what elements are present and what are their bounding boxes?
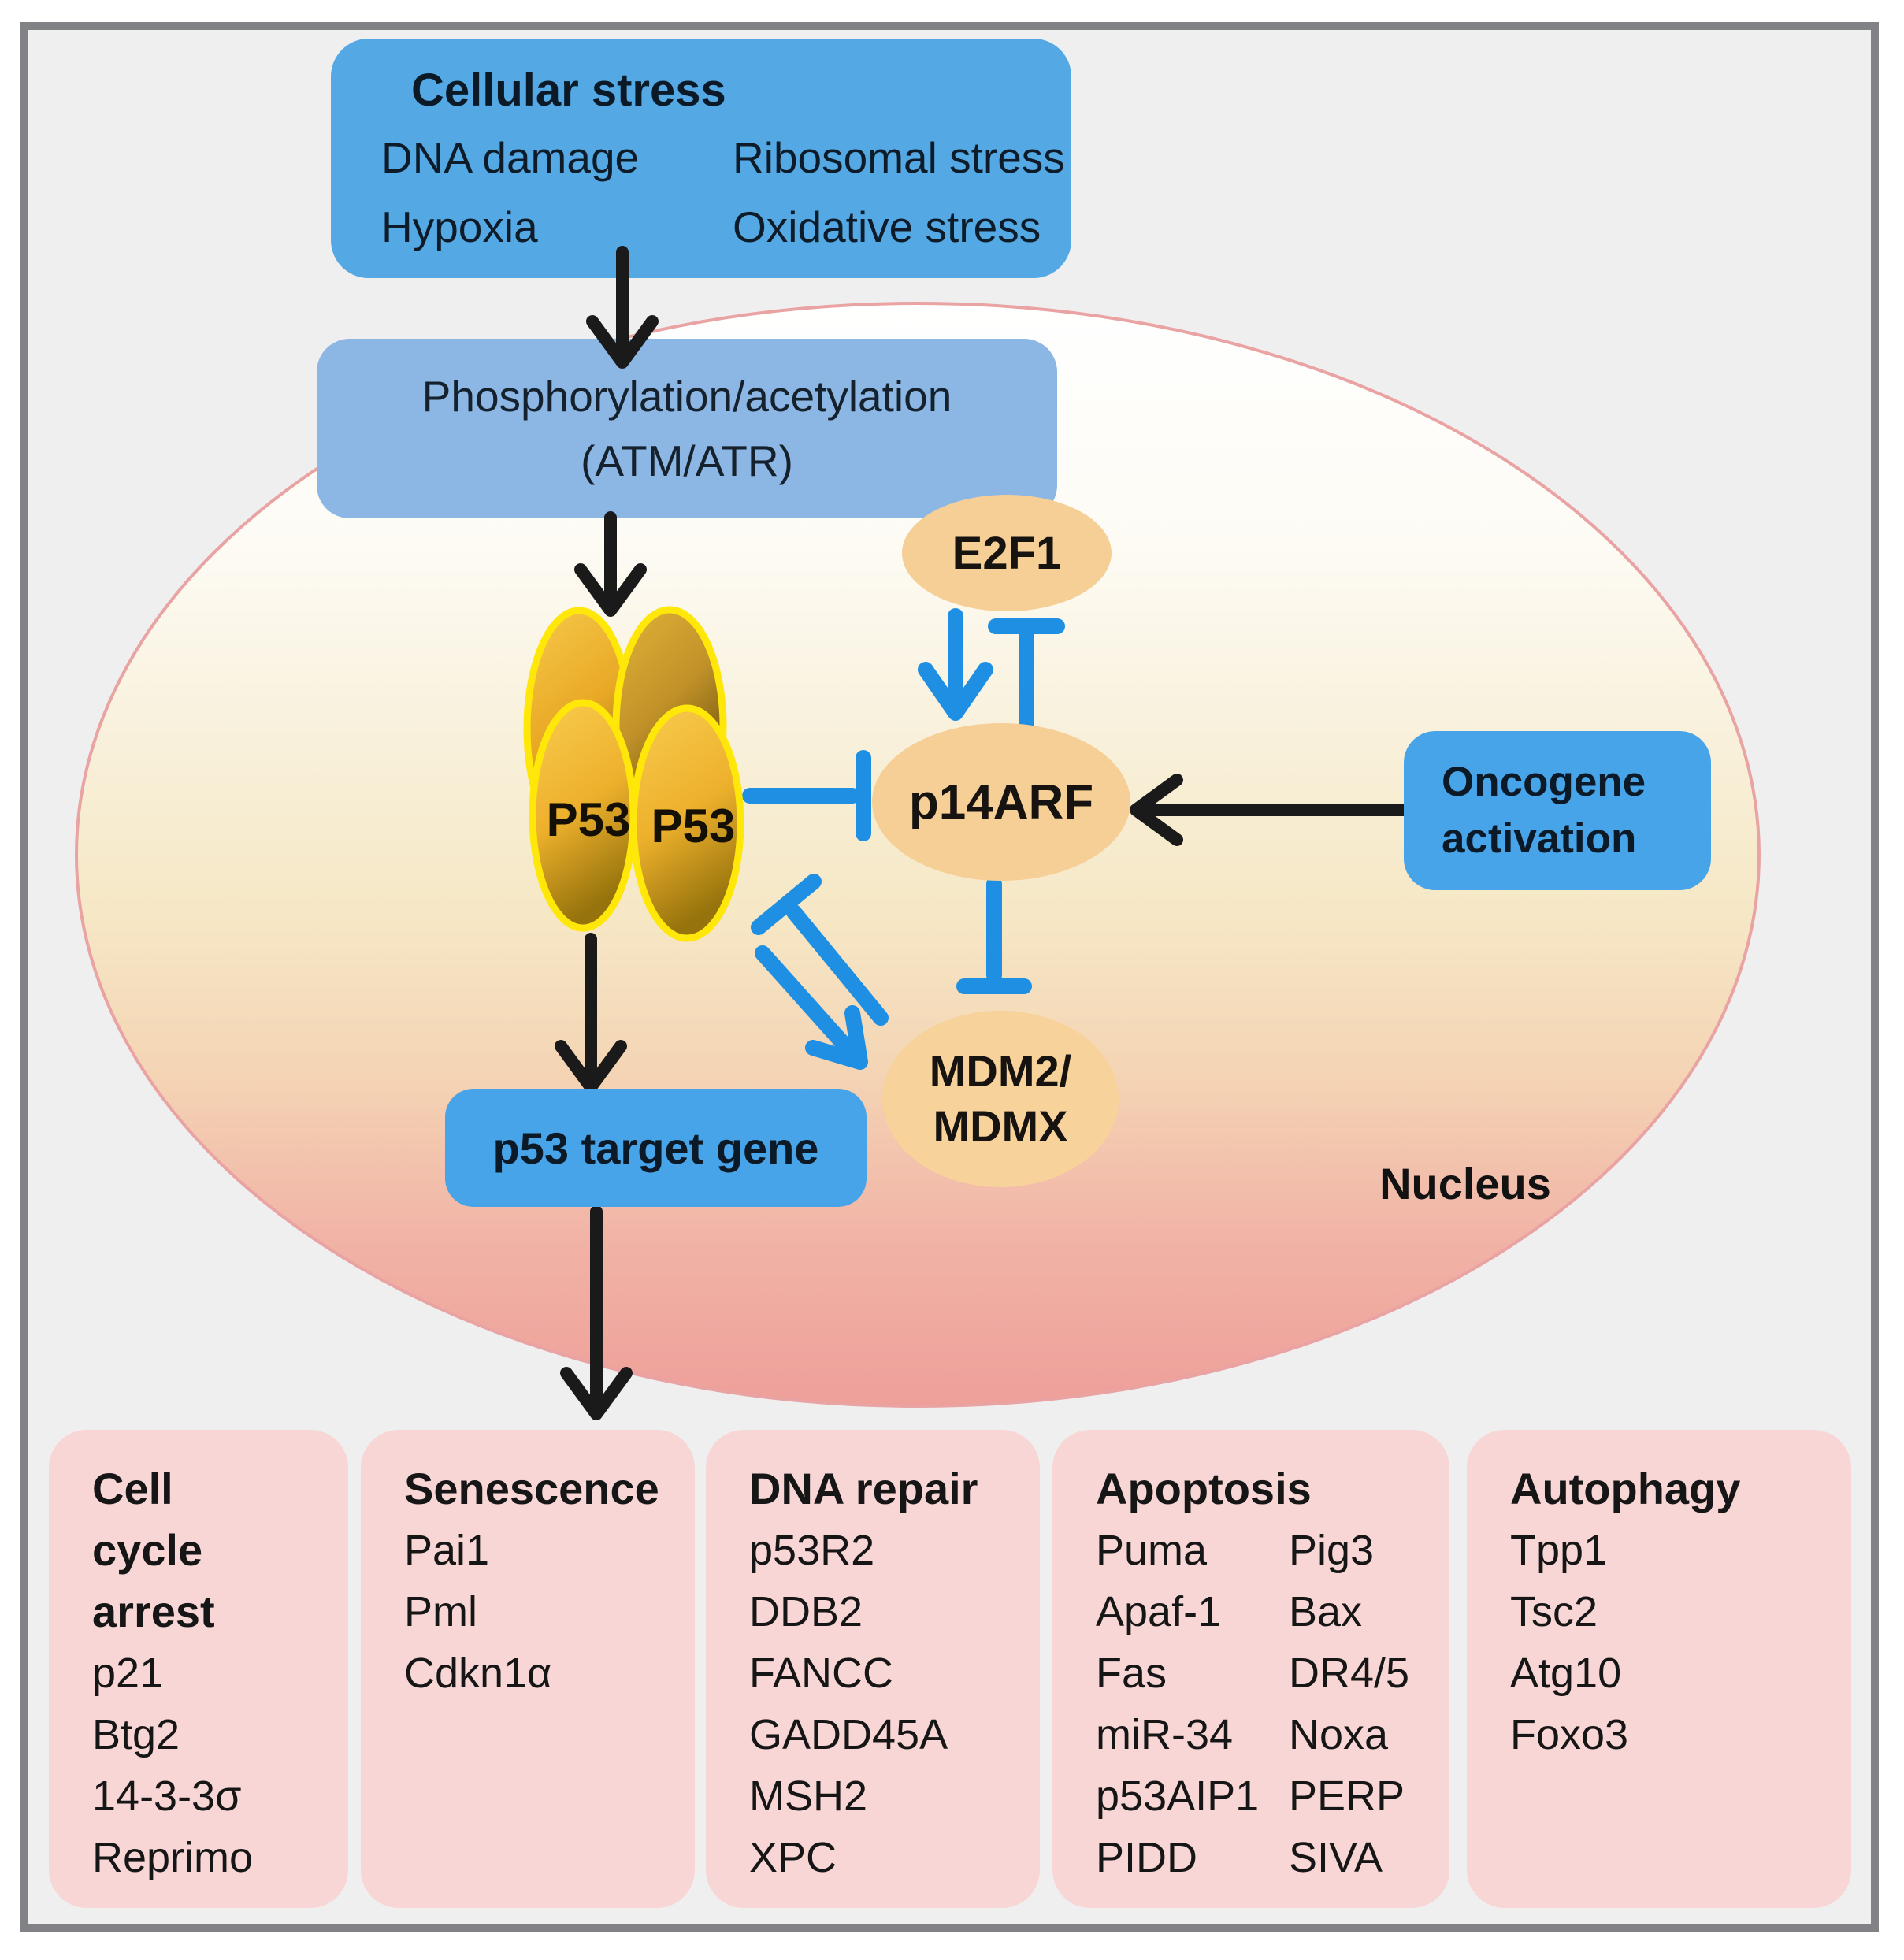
apoptosis-column-2: Pig3 Bax DR4/5 Noxa PERP SIVA [1289, 1520, 1409, 1888]
gene-item: PERP [1289, 1773, 1405, 1820]
outcome-title: Senescence [404, 1464, 659, 1513]
gene-item: miR-34 [1096, 1711, 1234, 1758]
gene-item: Pml [404, 1588, 477, 1635]
mdm2-label-line1: MDM2/ [929, 1046, 1072, 1096]
nucleus-label: Nucleus [1379, 1159, 1551, 1208]
arrow-p53-to-target-gene [555, 933, 627, 1093]
mdm2-mdmx-node: MDM2/ MDMX [882, 1011, 1119, 1187]
gene-item: Tpp1 [1510, 1527, 1608, 1574]
mdm2-label-line2: MDMX [933, 1101, 1068, 1151]
gene-item: Cdkn1α [404, 1650, 552, 1697]
cellular-stress-title: Cellular stress [411, 65, 726, 116]
gene-item: Tsc2 [1510, 1588, 1598, 1635]
gene-item: GADD45A [749, 1711, 948, 1758]
gene-item: Pig3 [1289, 1527, 1375, 1574]
figure-frame: Cellular stress DNA damage Ribosomal str… [20, 22, 1879, 1932]
arrow-e2f1-to-p14arf [918, 608, 993, 721]
gene-item: p53R2 [749, 1527, 875, 1574]
stressor-dna-damage: DNA damage [381, 133, 640, 182]
outcome-cell-cycle-arrest: Cell cycle arrest p21 Btg2 14-3-3σ Repri… [49, 1430, 348, 1908]
gene-item: Btg2 [92, 1711, 180, 1758]
gene-item: XPC [749, 1834, 837, 1881]
e2f1-node: E2F1 [902, 495, 1112, 611]
outcome-title: Apoptosis [1096, 1464, 1312, 1513]
outcome-title: DNA repair [749, 1464, 978, 1513]
gene-item: DDB2 [749, 1588, 863, 1635]
gene-item: 14-3-3σ [92, 1773, 242, 1820]
p53-label-right: P53 [651, 799, 736, 852]
stressor-ribosomal: Ribosomal stress [733, 133, 1065, 182]
outcome-title: Cell cycle arrest [92, 1464, 215, 1636]
cellular-stress-list: DNA damage Ribosomal stress Hypoxia Oxid… [331, 132, 1071, 252]
arrow-p53-to-mdm2 [755, 945, 868, 1070]
gene-item: Apaf-1 [1096, 1588, 1222, 1635]
apoptosis-columns: Puma Apaf-1 Fas miR-34 p53AIP1 PIDD Pig3… [1096, 1520, 1435, 1888]
tbar-p53-inhibits-p14arf [742, 750, 871, 841]
oncogene-line1: Oncogene [1442, 759, 1646, 806]
phosphorylation-line1: Phosphorylation/acetylation [421, 371, 952, 421]
gene-item: Puma [1096, 1527, 1208, 1574]
gene-item: DR4/5 [1289, 1650, 1410, 1697]
p53-target-gene-box: p53 target gene [445, 1089, 867, 1207]
gene-item: p53AIP1 [1096, 1773, 1260, 1820]
tbar-mdm2-inhibits-p53 [751, 874, 889, 1026]
gene-item: FANCC [749, 1650, 894, 1697]
gene-item: Bax [1289, 1588, 1363, 1635]
gene-item: Atg10 [1510, 1650, 1622, 1697]
gene-item: Pai1 [404, 1527, 490, 1574]
phosphorylation-line2: (ATM/ATR) [581, 436, 793, 485]
phosphorylation-box: Phosphorylation/acetylation (ATM/ATR) [317, 339, 1057, 518]
gene-item: p21 [92, 1650, 164, 1697]
outcome-title: Autophagy [1510, 1464, 1741, 1513]
arrow-oncogene-to-p14arf [1130, 774, 1424, 846]
outcome-apoptosis: Apoptosis Puma Apaf-1 Fas miR-34 p53AIP1… [1052, 1430, 1449, 1908]
p14arf-node: p14ARF [872, 723, 1130, 881]
e2f1-label: E2F1 [952, 527, 1062, 579]
gene-item: PIDD [1096, 1834, 1198, 1881]
gene-item: MSH2 [749, 1773, 868, 1820]
tbar-p14arf-inhibits-e2f1 [988, 618, 1065, 731]
p53-label-left: P53 [546, 793, 631, 846]
p14arf-label: p14ARF [908, 774, 1094, 830]
p53-target-gene-label: p53 target gene [492, 1123, 819, 1173]
cellular-stress-box: Cellular stress DNA damage Ribosomal str… [331, 39, 1071, 278]
apoptosis-column-1: Puma Apaf-1 Fas miR-34 p53AIP1 PIDD [1096, 1520, 1289, 1888]
stressor-oxidative: Oxidative stress [733, 202, 1041, 251]
arrow-target-gene-to-outcomes [560, 1205, 633, 1420]
tbar-p14arf-inhibits-mdm2 [956, 876, 1032, 994]
oncogene-line2: activation [1442, 815, 1637, 862]
gene-item: Reprimo [92, 1834, 254, 1881]
gene-item: Foxo3 [1510, 1711, 1629, 1758]
oncogene-activation-box: Oncogene activation [1404, 731, 1711, 890]
gene-item: Fas [1096, 1650, 1167, 1697]
gene-item: SIVA [1289, 1834, 1383, 1881]
outcome-dna-repair: DNA repair p53R2 DDB2 FANCC GADD45A MSH2… [706, 1430, 1040, 1908]
gene-item: Noxa [1289, 1711, 1389, 1758]
stressor-hypoxia: Hypoxia [381, 202, 538, 251]
arrow-phospho-to-p53 [574, 511, 647, 617]
outcome-autophagy: Autophagy Tpp1 Tsc2 Atg10 Foxo3 [1467, 1430, 1851, 1908]
outcome-senescence: Senescence Pai1 Pml Cdkn1α [361, 1430, 695, 1908]
